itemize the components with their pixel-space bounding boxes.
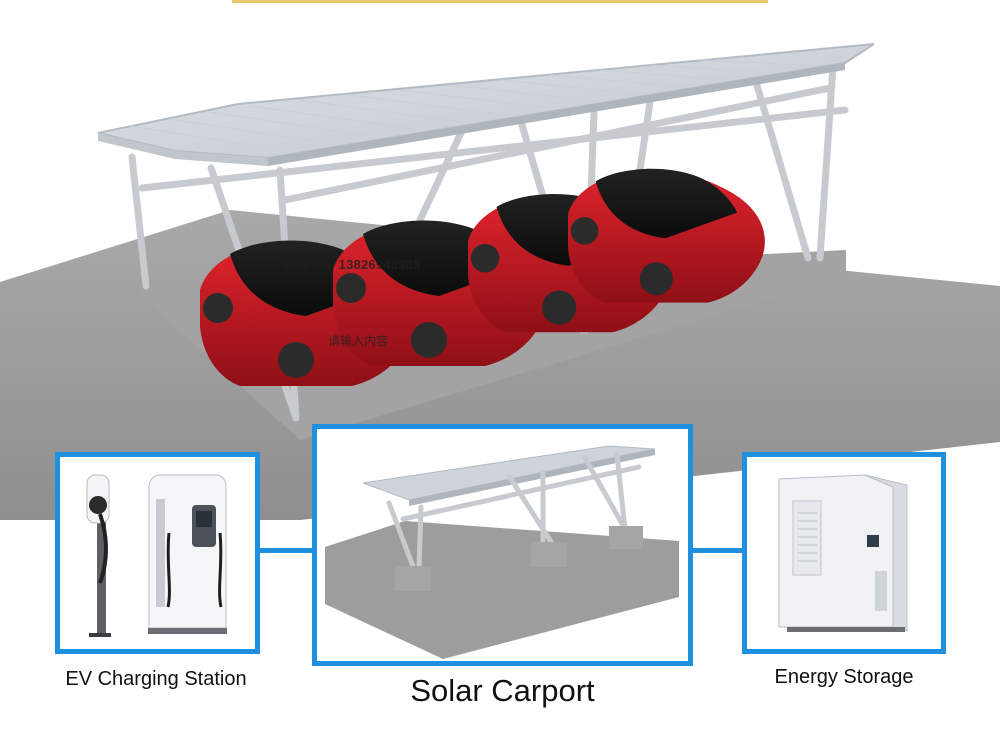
left-connector <box>260 548 312 553</box>
solar-carport-mini-icon <box>325 445 679 659</box>
ev-charging-station-caption: EV Charging Station <box>65 668 247 690</box>
ev-charging-station-illustration <box>86 474 227 637</box>
right-connector <box>693 548 742 553</box>
solar-carport-caption: Solar Carport <box>410 673 595 708</box>
watermark-text: WAP+86 13826948985 <box>282 257 421 272</box>
ev-charger-pillar-icon <box>86 474 111 637</box>
solar-carport-hero-illustration <box>0 43 1000 520</box>
energy-storage-cabinet-icon <box>778 474 908 632</box>
solar-panel-roof <box>97 43 875 166</box>
watermark-cn-text: 请输入内容 <box>328 334 389 348</box>
cars <box>200 168 765 386</box>
energy-storage-panel <box>742 452 946 654</box>
ev-charging-station-panel <box>55 452 260 654</box>
solar-carport-panel <box>312 424 693 666</box>
energy-storage-caption: Energy Storage <box>774 666 914 688</box>
ev-charging-cabinet-icon <box>148 474 227 634</box>
top-accent-line <box>232 0 768 3</box>
